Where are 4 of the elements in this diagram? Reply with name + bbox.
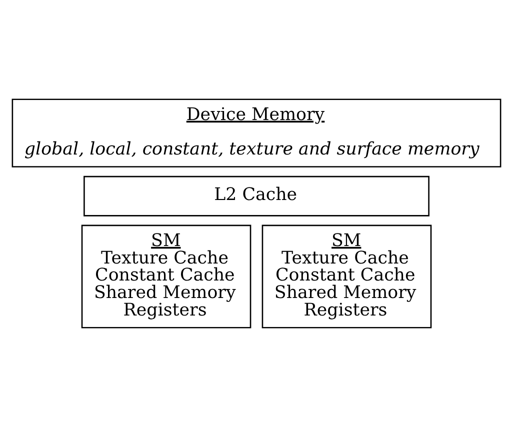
node-box: SM Texture Cache Constant Cache Shared Memory Registers (81, 224, 252, 328)
node-box: L2 Cache (84, 176, 430, 216)
node-box: Device Memory global, local, constant, texture and surface memory (12, 98, 502, 168)
node-box: SM Texture Cache Constant Cache Shared Memory Registers (262, 224, 432, 328)
